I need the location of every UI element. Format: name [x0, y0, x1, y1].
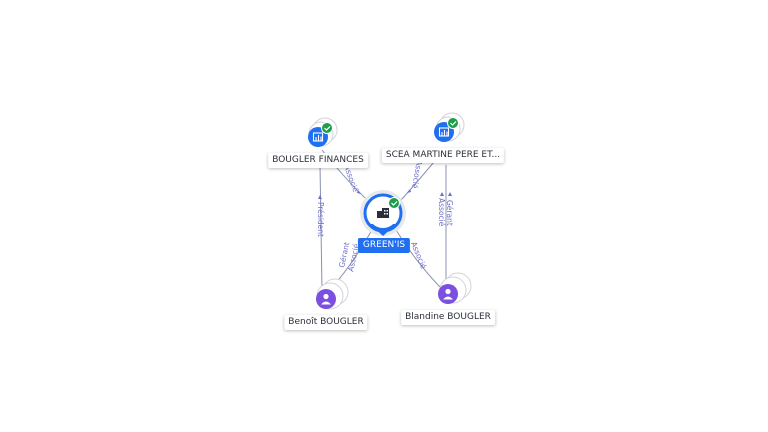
edge-blandine-greenis: [395, 229, 441, 288]
edge-label-benoit-bougler-finances: Président: [316, 202, 325, 237]
arrow-head: [407, 189, 411, 193]
edge-label-blandine-greenis: Associé: [409, 240, 428, 270]
label-benoit-bougler[interactable]: Benoît BOUGLER: [284, 315, 368, 330]
label-scea-martine[interactable]: SCEA MARTINE PERE ET...: [381, 148, 505, 163]
verified-check-icon: [388, 197, 400, 209]
edge-label-blandine-scea-line1: Gérant: [445, 200, 454, 226]
node-bougler-finances[interactable]: [308, 117, 338, 147]
node-blandine-bougler[interactable]: [438, 272, 472, 304]
building-icon: [377, 208, 389, 218]
person-icon: [443, 288, 453, 300]
edge-benoit-bougler-finances: [319, 164, 323, 291]
company-icon: [438, 127, 450, 137]
label-greenis[interactable]: GREEN'IS: [357, 238, 411, 253]
arrow-head: [318, 195, 322, 199]
edge-label-bougler-finances-greenis: Associé: [342, 164, 360, 194]
verified-check-icon: [321, 122, 333, 134]
node-benoit-bougler[interactable]: [316, 278, 349, 310]
person-icon: [321, 293, 331, 305]
edge-label-blandine-scea-line2: Associé: [437, 198, 446, 227]
verified-check-icon: [447, 117, 459, 129]
edge-label-scea-greenis: Associé: [410, 160, 424, 190]
arrow-head: [440, 192, 444, 196]
arrow-head: [357, 190, 361, 194]
label-blandine-bougler[interactable]: Blandine BOUGLER: [401, 310, 495, 325]
node-scea-martine[interactable]: [434, 112, 465, 142]
label-bougler-finances[interactable]: BOUGLER FINANCES: [268, 153, 368, 168]
node-greenis[interactable]: [360, 190, 406, 236]
arrow-head: [448, 192, 452, 196]
company-icon: [312, 132, 324, 142]
